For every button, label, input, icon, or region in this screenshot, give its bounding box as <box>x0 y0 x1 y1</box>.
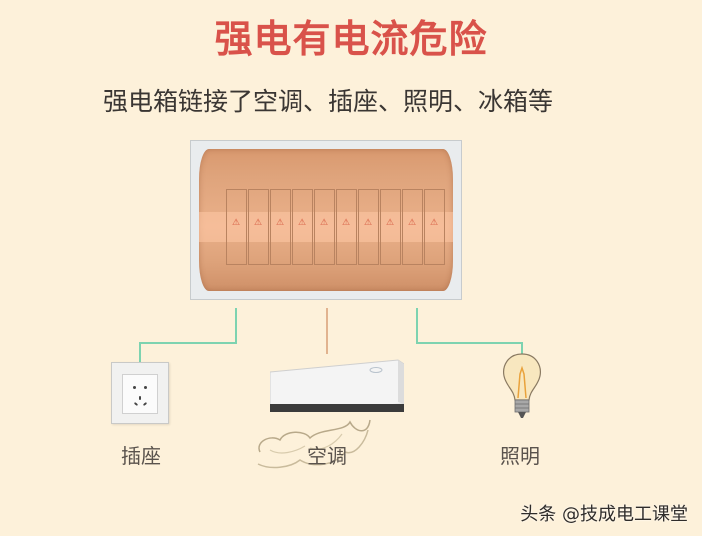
warning-icon: ⚠ <box>253 218 263 228</box>
warning-icon: ⚠ <box>297 218 307 228</box>
warning-icon: ⚠ <box>407 218 417 228</box>
panel-highlight-band <box>199 212 453 242</box>
air-conditioner-label: 空调 <box>307 444 347 468</box>
socket-faceplate <box>122 374 158 414</box>
breaker: ⚠ <box>270 189 291 265</box>
breaker: ⚠ <box>226 189 247 265</box>
socket-label: 插座 <box>121 444 161 468</box>
breaker: ⚠ <box>402 189 423 265</box>
wire-to-lighting <box>416 342 522 344</box>
warning-icon: ⚠ <box>231 218 241 228</box>
breaker: ⚠ <box>292 189 313 265</box>
light-bulb-icon <box>503 353 541 418</box>
watermark: 头条 @技成电工课堂 <box>520 504 688 525</box>
breaker: ⚠ <box>380 189 401 265</box>
breaker-row: ⚠ ⚠ ⚠ ⚠ ⚠ ⚠ ⚠ ⚠ ⚠ ⚠ <box>226 189 446 265</box>
wire-to-socket <box>139 342 141 362</box>
breaker: ⚠ <box>424 189 445 265</box>
breaker: ⚠ <box>358 189 379 265</box>
diagram-subtitle: 强电箱链接了空调、插座、照明、冰箱等 <box>103 87 554 116</box>
warning-icon: ⚠ <box>319 218 329 228</box>
air-conditioner-icon <box>270 359 404 412</box>
breaker: ⚠ <box>314 189 335 265</box>
wire-to-lighting <box>521 342 523 354</box>
wire-to-socket <box>139 342 237 344</box>
warning-icon: ⚠ <box>385 218 395 228</box>
socket-icon <box>111 362 169 424</box>
warning-icon: ⚠ <box>275 218 285 228</box>
breaker: ⚠ <box>336 189 357 265</box>
wire-to-socket <box>235 308 237 344</box>
airflow-icon <box>257 419 371 469</box>
diagram-title: 强电有电流危险 <box>214 17 488 61</box>
breaker: ⚠ <box>248 189 269 265</box>
distribution-box: ⚠ ⚠ ⚠ ⚠ ⚠ ⚠ ⚠ ⚠ ⚠ ⚠ <box>190 140 462 300</box>
distribution-box-panel: ⚠ ⚠ ⚠ ⚠ ⚠ ⚠ ⚠ ⚠ ⚠ ⚠ <box>199 149 453 291</box>
wire-to-lighting <box>416 308 418 344</box>
warning-icon: ⚠ <box>341 218 351 228</box>
wire-to-ac <box>326 308 328 354</box>
warning-icon: ⚠ <box>363 218 373 228</box>
warning-icon: ⚠ <box>429 218 439 228</box>
lighting-label: 照明 <box>500 444 540 468</box>
